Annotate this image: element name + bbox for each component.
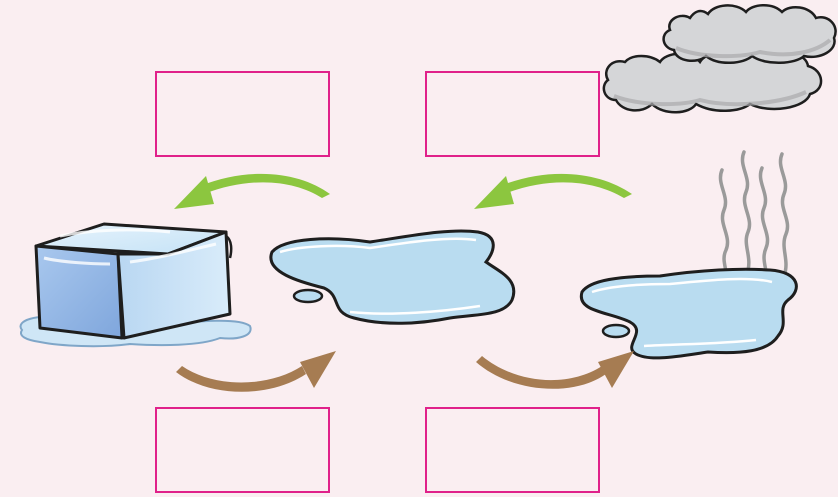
label-box-top-right[interactable]: [425, 71, 600, 157]
green-arrow-left: [174, 173, 330, 209]
water-puddle-icon: [579, 267, 798, 360]
green-arrow-left: [474, 173, 632, 209]
label-box-bottom-left[interactable]: [155, 407, 330, 493]
label-box-bottom-right[interactable]: [425, 407, 600, 493]
brown-arrow-right: [176, 351, 336, 392]
water-puddle-icon: [269, 229, 516, 325]
brown-arrow-right: [476, 351, 634, 389]
ice-cube-icon: [19, 222, 252, 348]
steam-icon: [718, 150, 790, 292]
cloud-icon: [602, 4, 837, 114]
label-box-top-left[interactable]: [155, 71, 330, 157]
